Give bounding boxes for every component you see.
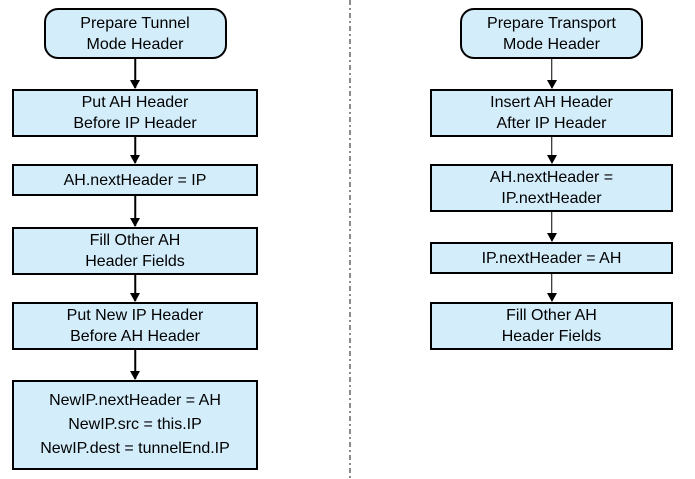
tunnel-step-2: AH.nextHeader = IP bbox=[12, 164, 258, 196]
tunnel-step-5: NewIP.nextHeader = AH NewIP.src = this.I… bbox=[12, 380, 258, 470]
arrow-down-icon bbox=[12, 275, 258, 302]
arrow-down-icon bbox=[430, 212, 673, 242]
tunnel-step-1: Put AH Header Before IP Header bbox=[12, 89, 258, 137]
dashed-divider bbox=[349, 0, 351, 479]
arrow-down-icon bbox=[430, 137, 673, 164]
tunnel-step-4: Put New IP Header Before AH Header bbox=[12, 302, 258, 350]
arrow-down-icon bbox=[12, 350, 258, 380]
tunnel-start-node: Prepare Tunnel Mode Header bbox=[43, 8, 227, 59]
tunnel-step-3: Fill Other AH Header Fields bbox=[12, 227, 258, 275]
transport-step-3: IP.nextHeader = AH bbox=[430, 242, 673, 274]
arrow-down-icon bbox=[430, 274, 673, 302]
transport-mode-flow: Prepare Transport Mode Header Insert AH … bbox=[430, 8, 673, 350]
tunnel-mode-flow: Prepare Tunnel Mode Header Put AH Header… bbox=[12, 8, 258, 470]
transport-step-2: AH.nextHeader = IP.nextHeader bbox=[430, 164, 673, 212]
transport-step-1: Insert AH Header After IP Header bbox=[430, 89, 673, 137]
arrow-down-icon bbox=[12, 196, 258, 227]
arrow-down-icon bbox=[12, 59, 258, 89]
transport-start-node: Prepare Transport Mode Header bbox=[460, 8, 643, 59]
arrow-down-icon bbox=[430, 59, 673, 89]
transport-step-4: Fill Other AH Header Fields bbox=[430, 302, 673, 350]
arrow-down-icon bbox=[12, 137, 258, 164]
